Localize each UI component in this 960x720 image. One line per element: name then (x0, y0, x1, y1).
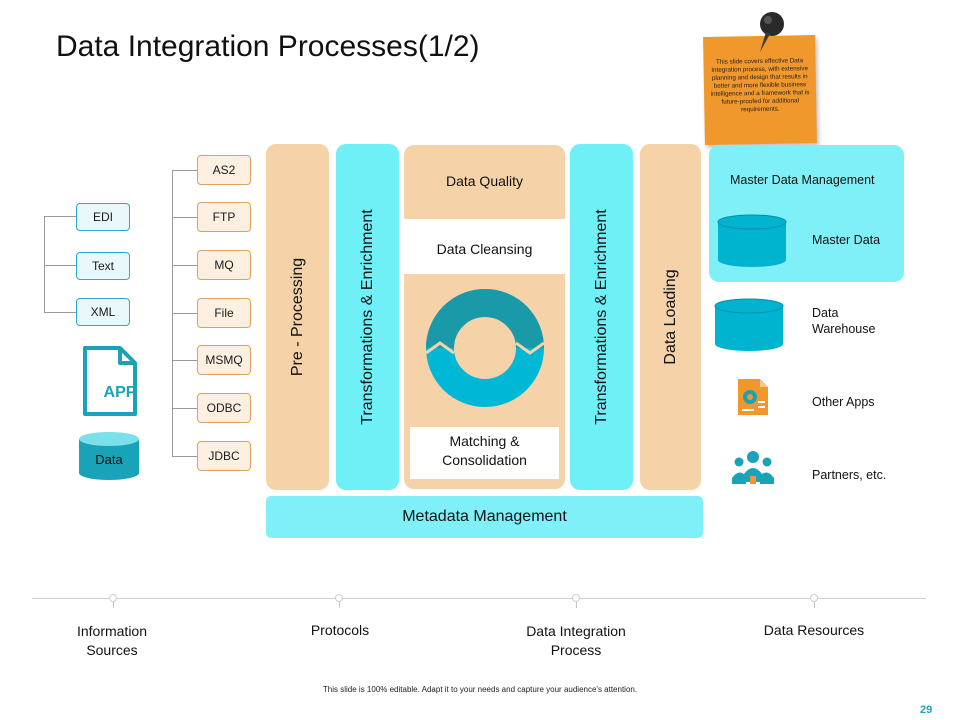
protocol-connector (172, 456, 197, 457)
data-cleansing-band: Data Cleansing (404, 219, 565, 274)
data-loading-column: Data Loading (640, 144, 701, 490)
source-connector (44, 312, 76, 313)
info-line1: Information (76, 623, 148, 639)
source-text: Text (76, 252, 130, 280)
timeline-dot (572, 594, 580, 602)
data-source-label: Data (95, 452, 123, 467)
mdm-title: Master Data Management (730, 173, 875, 187)
other-apps-label: Other Apps (812, 395, 875, 409)
timeline-dot (810, 594, 818, 602)
data-warehouse-cylinder-icon (714, 298, 784, 351)
protocol-connector (172, 408, 197, 409)
process-line2: Process (550, 642, 602, 658)
protocol-connector (172, 360, 197, 361)
protocol-ftp: FTP (197, 202, 251, 232)
timeline-tick (113, 598, 114, 608)
protocol-as2: AS2 (197, 155, 251, 185)
timeline-dot (335, 594, 343, 602)
timeline-dot (109, 594, 117, 602)
timeline-tick (814, 598, 815, 608)
protocol-file: File (197, 298, 251, 328)
matching-band: Matching & Consolidation (410, 427, 559, 479)
pre-processing-column: Pre - Processing (266, 144, 329, 490)
middle-column: Data Quality Data Cleansing Matching & C… (404, 145, 565, 489)
timeline-label-data-integration-process: Data Integration Process (506, 622, 646, 660)
partners-label: Partners, etc. (812, 468, 887, 482)
app-file-icon (83, 346, 137, 416)
database-icon (79, 432, 139, 480)
matching-label-line1: Matching & (449, 433, 520, 449)
protocol-connector (172, 217, 197, 218)
process-line1: Data Integration (526, 623, 626, 639)
data-quality-label: Data Quality (445, 173, 524, 189)
pre-processing-label: Pre - Processing (288, 257, 306, 377)
data-cleansing-label: Data Cleansing (436, 241, 533, 257)
data-warehouse-label-line2: Warehouse (812, 322, 876, 336)
source-xml: XML (76, 298, 130, 326)
protocol-odbc: ODBC (197, 393, 251, 423)
source-edi: EDI (76, 203, 130, 231)
timeline-tick (339, 598, 340, 608)
page-title: Data Integration Processes(1/2) (56, 30, 480, 63)
matching-label-line2: Consolidation (442, 452, 527, 468)
transformations-label-1: Transformations & Enrichment (358, 209, 376, 425)
pushpin-icon (760, 12, 784, 52)
partners-group-icon (732, 451, 774, 484)
app-label: APP (103, 384, 137, 401)
info-line2: Sources (86, 642, 138, 658)
protocol-connector (172, 265, 197, 266)
timeline-line (32, 598, 926, 599)
protocol-mq: MQ (197, 250, 251, 280)
footer-text: This slide is 100% editable. Adapt it to… (322, 685, 638, 694)
timeline-tick (576, 598, 577, 608)
data-loading-label: Data Loading (661, 269, 679, 365)
transformations-label-2: Transformations & Enrichment (592, 209, 610, 425)
protocol-msmq: MSMQ (197, 345, 251, 375)
page-number: 29 (920, 704, 933, 716)
timeline-label-information-sources: Information Sources (52, 622, 172, 660)
timeline-label-data-resources: Data Resources (763, 622, 865, 638)
master-data-cylinder-icon (717, 214, 787, 267)
timeline-label-protocols: Protocols (310, 622, 370, 638)
note-text: This slide covers effective Data Integra… (710, 57, 810, 114)
source-bracket (44, 216, 45, 313)
metadata-management-bar: Metadata Management (266, 496, 703, 538)
data-warehouse-label-line1: Data (812, 306, 839, 320)
settings-document-icon (738, 379, 768, 415)
source-connector (44, 265, 76, 266)
protocol-connector (172, 170, 197, 171)
source-connector (44, 216, 76, 217)
master-data-label: Master Data (812, 233, 881, 247)
protocol-connector (172, 313, 197, 314)
cycle-ring-icon (425, 289, 545, 407)
transformations-column-2: Transformations & Enrichment (570, 144, 633, 490)
protocol-jdbc: JDBC (197, 441, 251, 471)
transformations-column-1: Transformations & Enrichment (336, 144, 399, 490)
